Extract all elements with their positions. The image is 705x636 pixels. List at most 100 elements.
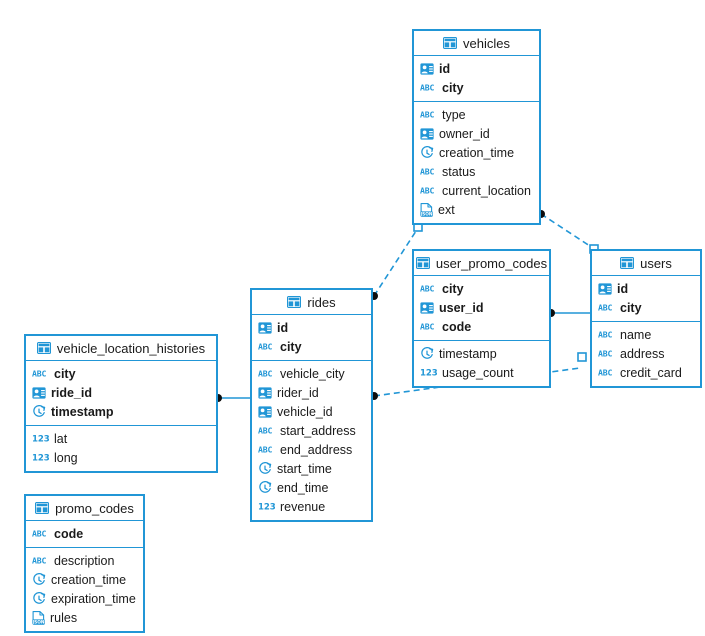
column-field[interactable]: ABC end_address: [252, 440, 371, 459]
field-name: vehicle_city: [280, 366, 345, 381]
column-field[interactable]: owner_id: [414, 124, 539, 143]
primary-key-field[interactable]: id: [592, 279, 700, 298]
svg-text:ABC: ABC: [32, 529, 46, 539]
entity-header-user_promo_codes[interactable]: user_promo_codes: [414, 251, 549, 276]
entity-header-promo_codes[interactable]: promo_codes: [26, 496, 143, 521]
svg-text:ABC: ABC: [258, 426, 272, 436]
id-card-icon: [420, 62, 434, 75]
table-grid-icon: [35, 502, 50, 514]
field-name: address: [620, 346, 665, 361]
clock-icon: [32, 591, 46, 606]
svg-text:123: 123: [32, 454, 49, 463]
abc-text-icon: ABC: [598, 329, 615, 340]
abc-text-icon: ABC: [258, 444, 275, 455]
field-name: creation_time: [439, 145, 515, 160]
entity-header-vehicle_location_histories[interactable]: vehicle_location_histories: [26, 336, 216, 361]
column-field[interactable]: expiration_time: [26, 589, 143, 608]
svg-text:JSON: JSON: [420, 211, 433, 216]
relationship-upc-to-users: [547, 309, 590, 317]
entity-header-users[interactable]: users: [592, 251, 700, 276]
svg-text:ABC: ABC: [258, 445, 272, 455]
id-card-icon: [32, 386, 46, 399]
id-card-icon: [598, 282, 612, 295]
entity-header-vehicles[interactable]: vehicles: [414, 31, 539, 56]
clock-icon: [258, 461, 272, 476]
clock-icon: [258, 480, 272, 495]
field-name: credit_card: [620, 365, 682, 380]
field-name: end_address: [280, 442, 353, 457]
clock-icon: [420, 346, 434, 361]
svg-text:123: 123: [32, 435, 49, 444]
field-name: start_time: [277, 461, 332, 476]
entity-header-rides[interactable]: rides: [252, 290, 371, 315]
json-document-icon: JSON: [32, 610, 45, 625]
column-field[interactable]: end_time: [252, 478, 371, 497]
field-name: start_address: [280, 423, 356, 438]
svg-text:123: 123: [420, 369, 437, 378]
primary-key-field[interactable]: id: [414, 59, 539, 78]
column-field[interactable]: start_time: [252, 459, 371, 478]
primary-key-field[interactable]: timestamp: [26, 402, 216, 421]
column-field[interactable]: JSON rules: [26, 608, 143, 627]
field-name: rules: [50, 610, 78, 625]
id-card-icon: [258, 386, 272, 399]
clock-icon: [420, 145, 434, 160]
field-name: rider_id: [277, 385, 319, 400]
abc-text-icon: ABC: [32, 368, 49, 379]
abc-text-icon: ABC: [420, 185, 437, 196]
abc-text-icon: ABC: [420, 109, 437, 120]
svg-text:ABC: ABC: [420, 167, 434, 177]
field-name: id: [439, 61, 451, 76]
abc-text-icon: ABC: [420, 283, 437, 294]
field-name: vehicle_id: [277, 404, 333, 419]
id-card-icon: [420, 301, 434, 314]
entity-title: promo_codes: [55, 500, 134, 516]
column-field[interactable]: ABC start_address: [252, 421, 371, 440]
column-field[interactable]: rider_id: [252, 383, 371, 402]
column-field[interactable]: timestamp: [414, 344, 549, 363]
field-name: id: [617, 281, 629, 296]
abc-text-icon: ABC: [420, 166, 437, 177]
column-field[interactable]: creation_time: [26, 570, 143, 589]
table-grid-icon: [287, 296, 302, 308]
field-name: creation_time: [51, 572, 127, 587]
field-name: ride_id: [51, 385, 92, 400]
column-field[interactable]: creation_time: [414, 143, 539, 162]
connector-line: [540, 213, 594, 249]
table-grid-icon: [36, 342, 51, 354]
primary-key-field[interactable]: id: [252, 318, 371, 337]
field-name: city: [442, 80, 464, 95]
primary-key-field[interactable]: ride_id: [26, 383, 216, 402]
primary-key-field[interactable]: user_id: [414, 298, 549, 317]
column-field[interactable]: vehicle_id: [252, 402, 371, 421]
